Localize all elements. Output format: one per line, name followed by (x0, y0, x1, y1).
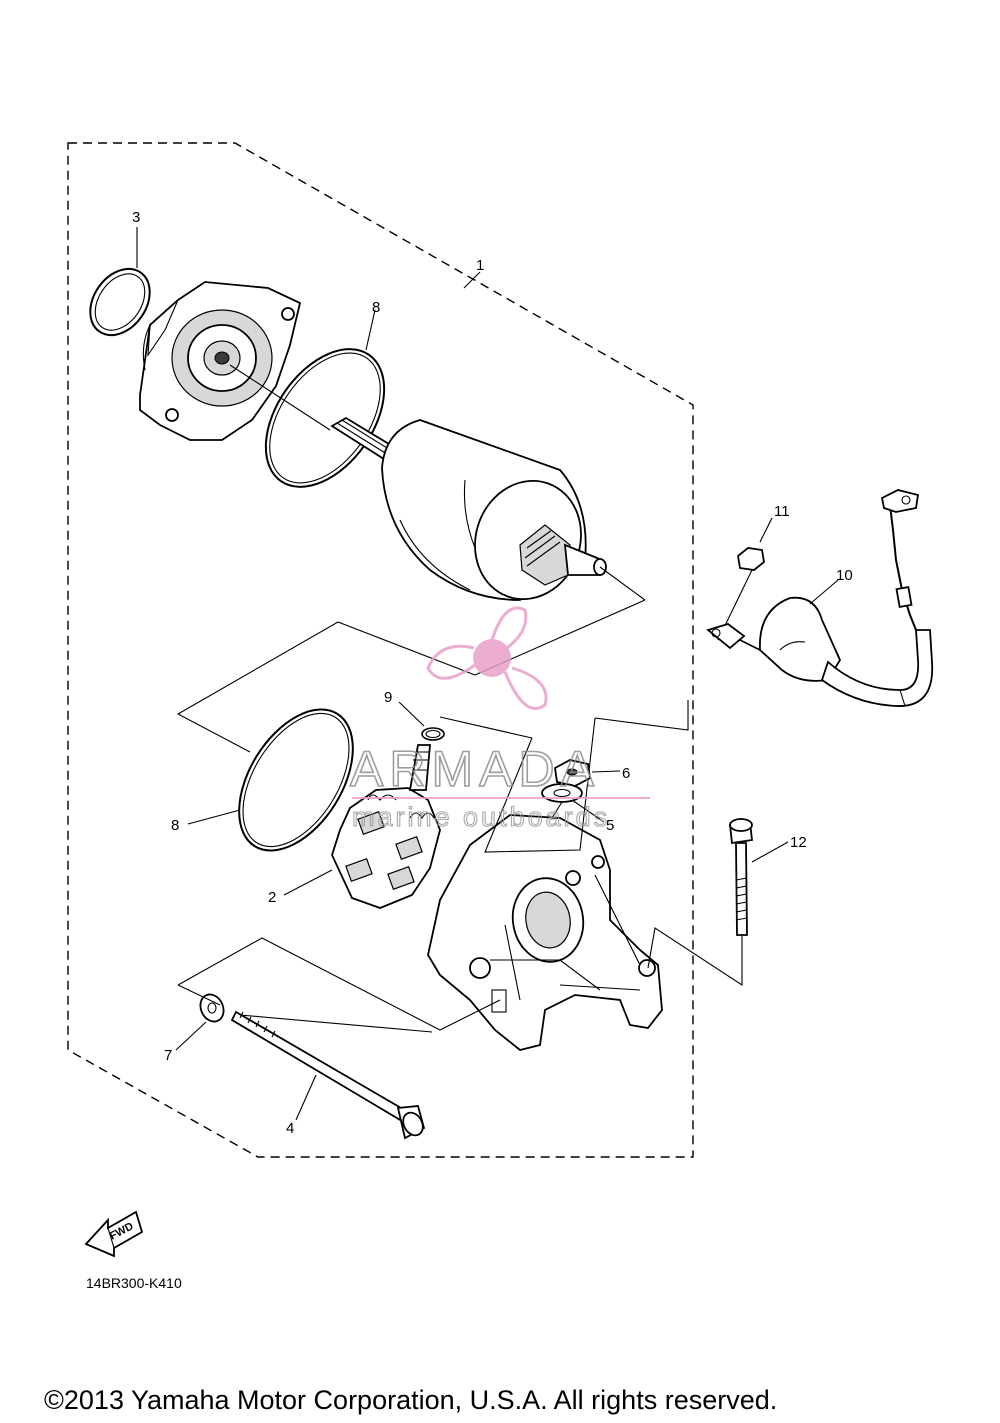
callout-8-lower: 8 (171, 817, 179, 834)
part-11-nut (737, 547, 765, 571)
part-10-lead-wire (706, 489, 934, 707)
outline-segment-4 (647, 927, 743, 987)
callout-6: 6 (622, 765, 630, 782)
diagram-code: 14BR300-K410 (86, 1275, 182, 1291)
watermark-tagline: marine outboards (352, 802, 610, 832)
axis-line-2 (599, 566, 646, 601)
callout-2: 2 (268, 889, 276, 906)
part-3-o-ring (89, 267, 151, 337)
watermark-brand: ARMADA (350, 741, 600, 797)
propeller-logo-icon (426, 606, 548, 711)
front-cover (139, 281, 302, 441)
part-4-through-bolt (230, 1010, 426, 1140)
outline-segment-2 (484, 717, 596, 853)
part-9-o-ring (421, 727, 445, 741)
callout-4: 4 (286, 1120, 294, 1137)
part-8-o-ring-lower (238, 708, 354, 852)
watermark: ARMADA marine outboards (349, 606, 650, 833)
rear-housing (427, 814, 663, 1051)
callout-7: 7 (164, 1047, 172, 1064)
callout-12: 12 (790, 834, 807, 851)
fwd-arrow-icon: FWD (84, 1210, 144, 1258)
callout-9: 9 (384, 689, 392, 706)
sub-assembly-outline (176, 599, 646, 753)
armature-yoke (330, 416, 607, 601)
outline-segment-3 (594, 700, 689, 731)
leader-lines (136, 227, 839, 1121)
part-12-bolt (729, 818, 753, 936)
part-6-nut (554, 759, 591, 787)
outline-segment (439, 716, 533, 739)
callout-11: 11 (774, 503, 790, 520)
callout-3: 3 (132, 209, 140, 226)
part-2-brush-holder (331, 744, 441, 909)
callout-5: 5 (606, 817, 614, 834)
outline-segment-5 (177, 937, 501, 1033)
callout-8-upper: 8 (372, 299, 380, 316)
leader-5b (551, 801, 563, 819)
callout-1: 1 (476, 257, 484, 274)
part-7-washer (199, 993, 225, 1023)
callout-10: 10 (836, 567, 853, 584)
assembly-boundary (67, 142, 694, 1158)
copyright-notice: ©2013 Yamaha Motor Corporation, U.S.A. A… (44, 1385, 777, 1415)
